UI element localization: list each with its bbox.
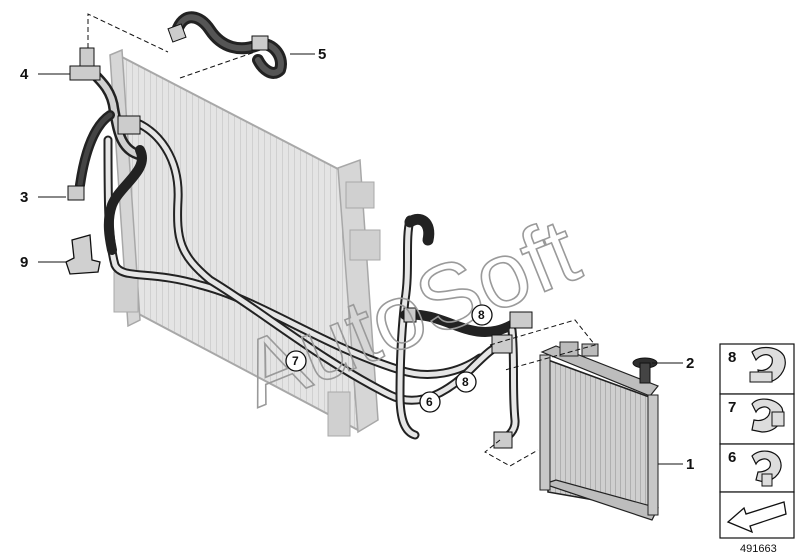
svg-text:8: 8 (462, 375, 469, 389)
legend-label-8: 8 (728, 349, 736, 366)
circled-callout-7: 7 (285, 350, 307, 372)
callout-4: 4 (20, 66, 29, 83)
svg-text:8: 8 (478, 308, 485, 322)
leader-lines (38, 53, 683, 465)
auxiliary-cooler (539, 341, 659, 521)
legend-panel: 8 7 6 (719, 343, 795, 539)
circled-callout-6: 6 (419, 391, 441, 413)
clip-6-icon (751, 450, 782, 487)
bracket-part (65, 234, 101, 275)
callout-3: 3 (20, 189, 28, 206)
dashed-guides (87, 13, 596, 467)
legend-label-7: 7 (728, 399, 736, 416)
callout-2: 2 (686, 355, 694, 372)
direction-arrow-icon (726, 501, 787, 534)
callout-9: 9 (20, 254, 28, 271)
svg-text:7: 7 (292, 354, 299, 368)
clip-7-icon (751, 398, 785, 433)
callout-1: 1 (686, 456, 694, 473)
grommet-part (632, 357, 658, 384)
clip-8-icon (749, 346, 786, 383)
circled-callout-8-upper: 8 (471, 304, 493, 326)
connectors (67, 23, 533, 449)
legend-label-6: 6 (728, 449, 736, 466)
callout-5: 5 (318, 46, 326, 63)
document-number: 491663 (740, 543, 777, 555)
circled-callout-8-lower: 8 (455, 371, 477, 393)
svg-text:6: 6 (426, 395, 433, 409)
